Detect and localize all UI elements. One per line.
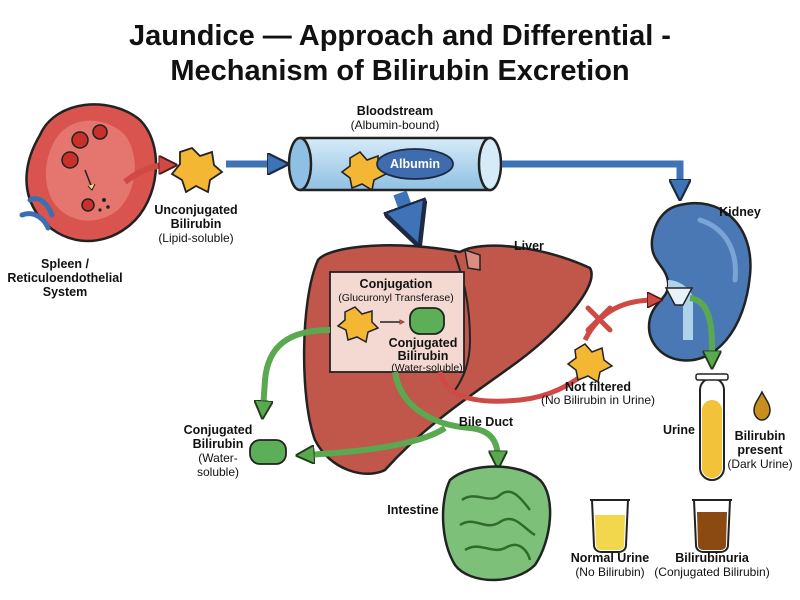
- albumin-label: Albumin: [390, 157, 440, 171]
- arrow-bile-duct-to-conjugated: [305, 425, 447, 455]
- page-title-line1: Jaundice — Approach and Differential -: [129, 20, 671, 52]
- page-title-line2: Mechanism of Bilirubin Excretion: [170, 55, 629, 87]
- conjugated-left-note-2: soluble): [197, 465, 239, 479]
- spleen-illustration: [19, 103, 158, 243]
- bilirubin-drop-icon: [753, 390, 771, 421]
- normal-urine-note: (No Bilirubin): [575, 565, 644, 579]
- kidney-illustration: [647, 201, 752, 362]
- not-filtered-label: Not filtered: [565, 380, 631, 394]
- urine-label: Urine: [663, 423, 695, 437]
- spleen-label-3: System: [43, 285, 87, 299]
- arrow-bile-duct-to-intestine: [392, 371, 498, 460]
- not-filtered-note: (No Bilirubin in Urine): [541, 393, 655, 407]
- arrow-liver-to-not-filtered: [437, 367, 592, 404]
- liver-label: Liver: [514, 239, 544, 253]
- conjugated-left-label-1: Conjugated: [184, 423, 253, 437]
- unconjugated-label-2: Bilirubin: [171, 217, 222, 231]
- bilirubin-present-note: (Dark Urine): [727, 457, 792, 471]
- conjugated-liver-note: (Water-soluble): [391, 362, 462, 374]
- conjugated-bilirubin-icon: [409, 307, 445, 335]
- arrow-bloodstream-to-liver: [400, 190, 412, 226]
- kidney-label: Kidney: [719, 205, 761, 219]
- arrow-kidney-to-urine: [689, 295, 712, 360]
- cross-icon: [585, 305, 613, 333]
- bilirubin-present-label-1: Bilirubin: [735, 429, 786, 443]
- bilirubinuria-beaker: [692, 499, 732, 553]
- spleen-label-2: Reticuloendothelial: [7, 271, 122, 285]
- urine-test-tube: [695, 373, 729, 481]
- unconjugated-bilirubin-icon: [170, 146, 224, 194]
- bile-duct-label: Bile Duct: [459, 415, 514, 429]
- albumin-badge: [376, 148, 454, 180]
- intestine-illustration: [441, 465, 552, 582]
- unconjugated-label-1: Unconjugated: [154, 203, 237, 217]
- conjugated-liver-label-1: Conjugated: [389, 336, 458, 350]
- bloodstream-note: (Albumin-bound): [351, 118, 440, 132]
- bilirubinuria-note: (Conjugated Bilirubin): [654, 565, 769, 579]
- arrow-spleen-to-bilirubin: [123, 165, 168, 185]
- conjugated-liver-label-2: Bilirubin: [398, 349, 449, 363]
- conjugated-left-label-2: Bilirubin: [193, 437, 244, 451]
- conjugation-label: Conjugation: [360, 277, 433, 291]
- normal-urine-beaker: [590, 499, 630, 553]
- unconjugated-note: (Lipid-soluble): [158, 231, 233, 245]
- arrow-bloodstream-to-kidney: [502, 160, 680, 190]
- bloodstream-label: Bloodstream: [357, 104, 433, 118]
- unconjugated-in-liver-icon: [336, 306, 380, 344]
- bilirubin-present-label-2: present: [737, 443, 783, 457]
- unfiltered-bilirubin-icon: [566, 343, 614, 384]
- bilirubinuria-label: Bilirubinuria: [675, 551, 750, 565]
- conjugated-left-icon: [249, 439, 287, 465]
- bound-bilirubin-icon: [340, 150, 388, 192]
- conjugation-note: (Glucuronyl Transferase): [338, 292, 454, 304]
- conjugated-left-note-1: (Water-: [198, 451, 238, 465]
- normal-urine-label: Normal Urine: [571, 551, 650, 565]
- spleen-label-1: Spleen /: [41, 257, 89, 271]
- intestine-label: Intestine: [387, 503, 438, 517]
- arrow-liver-to-conjugated: [263, 327, 331, 410]
